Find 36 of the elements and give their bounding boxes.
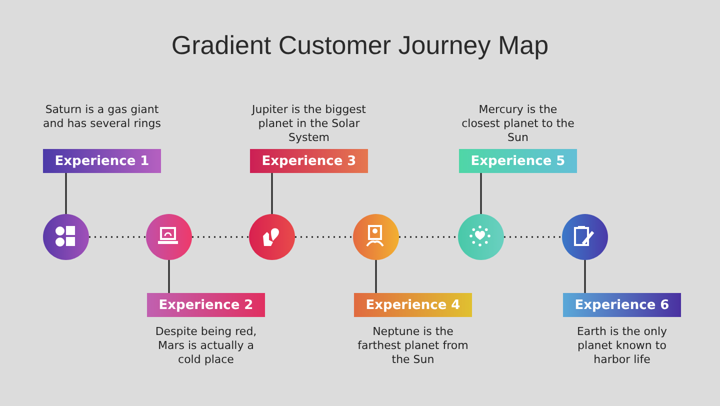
icon-circle — [458, 214, 504, 260]
banner-title: Experience 6 — [574, 298, 670, 312]
dotted-connector — [192, 236, 249, 238]
description-text: Neptune is the farthest planet from the Sun — [356, 325, 470, 367]
experience-banner — [459, 149, 577, 173]
experience-banner — [563, 293, 681, 317]
description-text: Jupiter is the biggest planet in the Solar System — [250, 103, 367, 145]
description-text: Saturn is a gas giant and has several rings — [42, 103, 162, 131]
dotted-connector — [89, 236, 146, 238]
description-text: Earth is the only planet known to harbor life — [576, 325, 668, 367]
connector-line — [271, 173, 273, 214]
title: Gradient Customer Journey Map — [170, 30, 550, 61]
icon-circle — [353, 214, 399, 260]
icon-circle — [43, 214, 89, 260]
description-text: Mercury is the closest planet to the Sun — [460, 103, 576, 145]
connector-line — [65, 173, 67, 214]
banner-title: Experience 1 — [54, 154, 150, 168]
experience-banner — [147, 293, 265, 317]
experience-banner — [43, 149, 161, 173]
icon-circle — [146, 214, 192, 260]
experience-banner — [250, 149, 368, 173]
connector-line — [584, 260, 586, 293]
banner-title: Experience 5 — [470, 154, 566, 168]
connector-line — [375, 260, 377, 293]
icon-circle — [562, 214, 608, 260]
banner-title: Experience 4 — [366, 298, 460, 312]
dotted-connector — [504, 236, 562, 238]
connector-line — [480, 173, 482, 214]
description-text: Despite being red, Mars is actually a cold place — [154, 325, 258, 367]
banner-title: Experience 3 — [262, 154, 356, 168]
connector-line — [168, 260, 170, 293]
icon-circle — [249, 214, 295, 260]
experience-banner — [354, 293, 472, 317]
dotted-connector — [295, 236, 353, 238]
banner-title: Experience 2 — [158, 298, 254, 312]
dotted-connector — [399, 236, 458, 238]
